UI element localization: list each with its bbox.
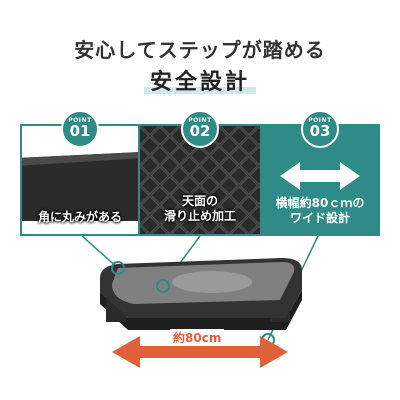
point-03-caption-line1: 横幅約80ｃｍの bbox=[275, 196, 365, 210]
point-02-caption-line2: 滑り止め加工 bbox=[163, 209, 236, 223]
point-03-panel: 横幅約80ｃｍの ワイド設計 bbox=[260, 124, 380, 236]
point-01-badge: POINT 01 bbox=[61, 110, 99, 148]
point-01-badge-label: POINT bbox=[68, 117, 92, 124]
point-02-badge-label: POINT bbox=[188, 117, 212, 124]
point-01-panel: 角に丸みがある bbox=[20, 124, 140, 236]
point-01-number: 01 bbox=[69, 122, 91, 140]
point-02-caption-line1: 天面の bbox=[181, 194, 218, 208]
point-03-caption-line2: ワイド設計 bbox=[289, 211, 350, 225]
point-03-caption: 横幅約80ｃｍの ワイド設計 bbox=[262, 196, 378, 226]
subhead-wrap: 安全設計 bbox=[0, 64, 400, 96]
point-03-number: 03 bbox=[309, 122, 331, 140]
subhead: 安全設計 bbox=[143, 64, 257, 96]
point-03-badge: POINT 03 bbox=[301, 110, 339, 148]
point-02-number: 02 bbox=[189, 122, 211, 140]
point-02-caption: 天面の 滑り止め加工 bbox=[140, 194, 260, 224]
point-03-badge-label: POINT bbox=[308, 117, 332, 124]
double-arrow-icon bbox=[280, 162, 360, 190]
point-01-caption: 角に丸みがある bbox=[37, 210, 122, 224]
point-02-badge: POINT 02 bbox=[181, 110, 219, 148]
width-label: 約80cm bbox=[170, 329, 225, 346]
headline: 安心してステップが踏める bbox=[74, 38, 326, 62]
